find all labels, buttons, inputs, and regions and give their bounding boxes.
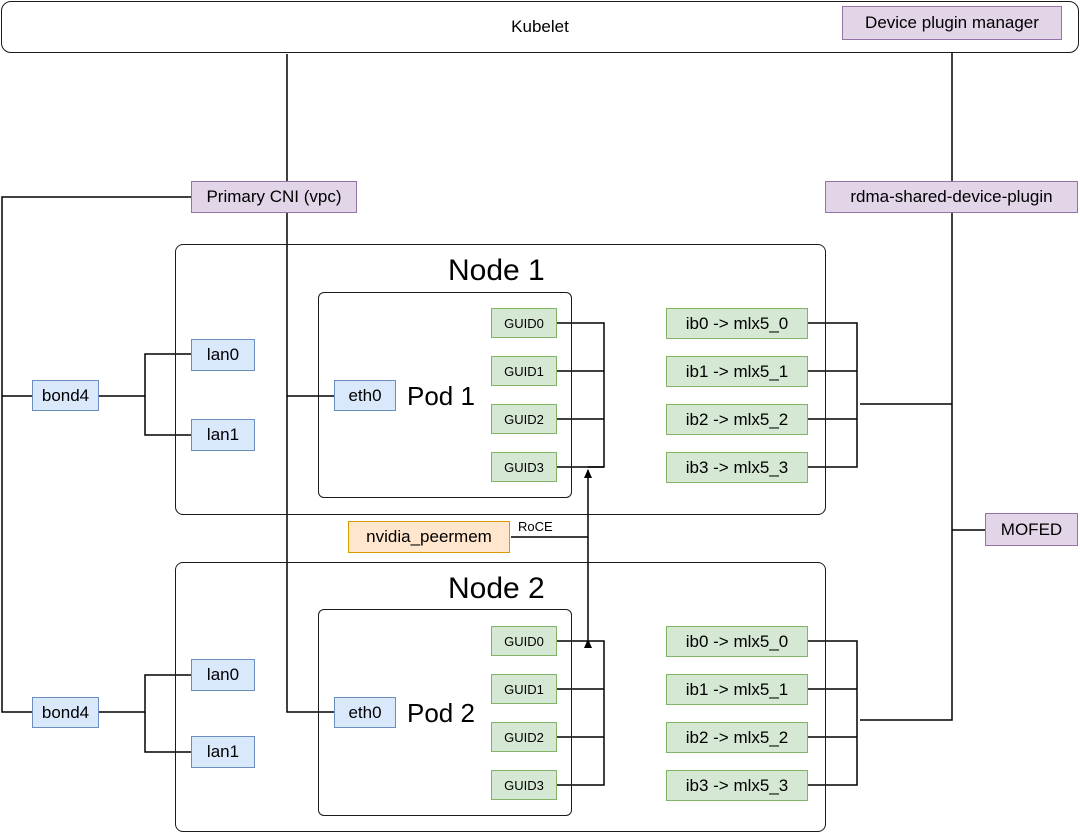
pod-1-eth0-label: eth0 <box>348 385 382 405</box>
primary-cni-box: Primary CNI (vpc) <box>191 181 357 213</box>
node-1-lan1-label: lan1 <box>206 425 240 444</box>
pod-2-guid3: GUID3 <box>491 770 557 800</box>
nvidia-peermem-box: nvidia_peermem <box>348 521 510 553</box>
node-2-ib1: ib1 -> mlx5_1 <box>666 674 808 705</box>
node-2-ib0-label: ib0 -> mlx5_0 <box>685 631 789 651</box>
node-1-ib0: ib0 -> mlx5_0 <box>666 308 808 339</box>
node-2-ib2-label: ib2 -> mlx5_2 <box>685 727 789 747</box>
node-1-lan0: lan0 <box>191 339 255 371</box>
pod-2-guid3-label: GUID3 <box>504 777 544 793</box>
pod-1-guid2-label: GUID2 <box>504 411 544 427</box>
pod-1-guid3: GUID3 <box>491 452 557 482</box>
kubelet-label: Kubelet <box>511 17 569 36</box>
node-1-ib1-label: ib1 -> mlx5_1 <box>685 361 789 381</box>
node-1-ib2: ib2 -> mlx5_2 <box>666 404 808 435</box>
node-2-ib0: ib0 -> mlx5_0 <box>666 626 808 657</box>
roce-label: RoCE <box>518 519 553 534</box>
pod-1-guid3-label: GUID3 <box>504 459 544 475</box>
mofed-box: MOFED <box>985 513 1078 546</box>
pod-1-guid0: GUID0 <box>491 308 557 338</box>
device-plugin-manager-label: Device plugin manager <box>865 13 1039 32</box>
pod-1-eth0: eth0 <box>334 380 396 411</box>
node-1-bond-label: bond4 <box>41 385 90 405</box>
rdma-shared-device-plugin-box: rdma-shared-device-plugin <box>825 181 1078 213</box>
pod-1-frame <box>318 292 572 498</box>
node-2-title: Node 2 <box>448 572 545 605</box>
pod-1-guid1: GUID1 <box>491 356 557 386</box>
pod-2-guid1: GUID1 <box>491 674 557 704</box>
node-2-frame <box>175 562 826 832</box>
node-2-ib1-label: ib1 -> mlx5_1 <box>685 679 789 699</box>
node-2-bond-label: bond4 <box>41 702 90 722</box>
pod-2-eth0: eth0 <box>334 697 396 728</box>
node-2-lan0: lan0 <box>191 659 255 691</box>
pod-2-guid1-label: GUID1 <box>504 681 544 697</box>
pod-2-guid0: GUID0 <box>491 626 557 656</box>
node-2-lan1-label: lan1 <box>206 742 240 761</box>
node-2-ib3: ib3 -> mlx5_3 <box>666 770 808 801</box>
node-1-ib1: ib1 -> mlx5_1 <box>666 356 808 387</box>
node-1-bond: bond4 <box>32 380 99 411</box>
node-1-ib2-label: ib2 -> mlx5_2 <box>685 409 789 429</box>
pod-2-title: Pod 2 <box>407 698 475 728</box>
node-2-lan1: lan1 <box>191 736 255 768</box>
pod-1-guid1-label: GUID1 <box>504 363 544 379</box>
node-1-lan1: lan1 <box>191 419 255 451</box>
node-1-ib3: ib3 -> mlx5_3 <box>666 452 808 483</box>
node-1-title: Node 1 <box>448 254 545 287</box>
node-1-lan0-label: lan0 <box>206 345 240 364</box>
node-2-lan0-label: lan0 <box>206 665 240 684</box>
pod-1-guid2: GUID2 <box>491 404 557 434</box>
device-plugin-manager-box: Device plugin manager <box>842 6 1062 40</box>
nvidia-peermem-label: nvidia_peermem <box>366 527 492 546</box>
pod-1-title: Pod 1 <box>407 381 475 411</box>
node-2-bond: bond4 <box>32 697 99 728</box>
primary-cni-label: Primary CNI (vpc) <box>206 187 342 206</box>
node-1-ib0-label: ib0 -> mlx5_0 <box>685 313 789 333</box>
pod-2-guid2: GUID2 <box>491 722 557 752</box>
node-1-frame <box>175 244 826 515</box>
pod-2-guid0-label: GUID0 <box>504 633 544 649</box>
rdma-shared-device-plugin-label: rdma-shared-device-plugin <box>850 187 1053 206</box>
pod-2-guid2-label: GUID2 <box>504 729 544 745</box>
mofed-label: MOFED <box>1000 519 1063 539</box>
pod-2-eth0-label: eth0 <box>348 702 382 722</box>
node-2-ib3-label: ib3 -> mlx5_3 <box>685 775 789 795</box>
node-2-ib2: ib2 -> mlx5_2 <box>666 722 808 753</box>
pod-1-guid0-label: GUID0 <box>504 315 544 331</box>
pod-2-frame <box>318 609 572 816</box>
node-1-ib3-label: ib3 -> mlx5_3 <box>685 457 789 477</box>
